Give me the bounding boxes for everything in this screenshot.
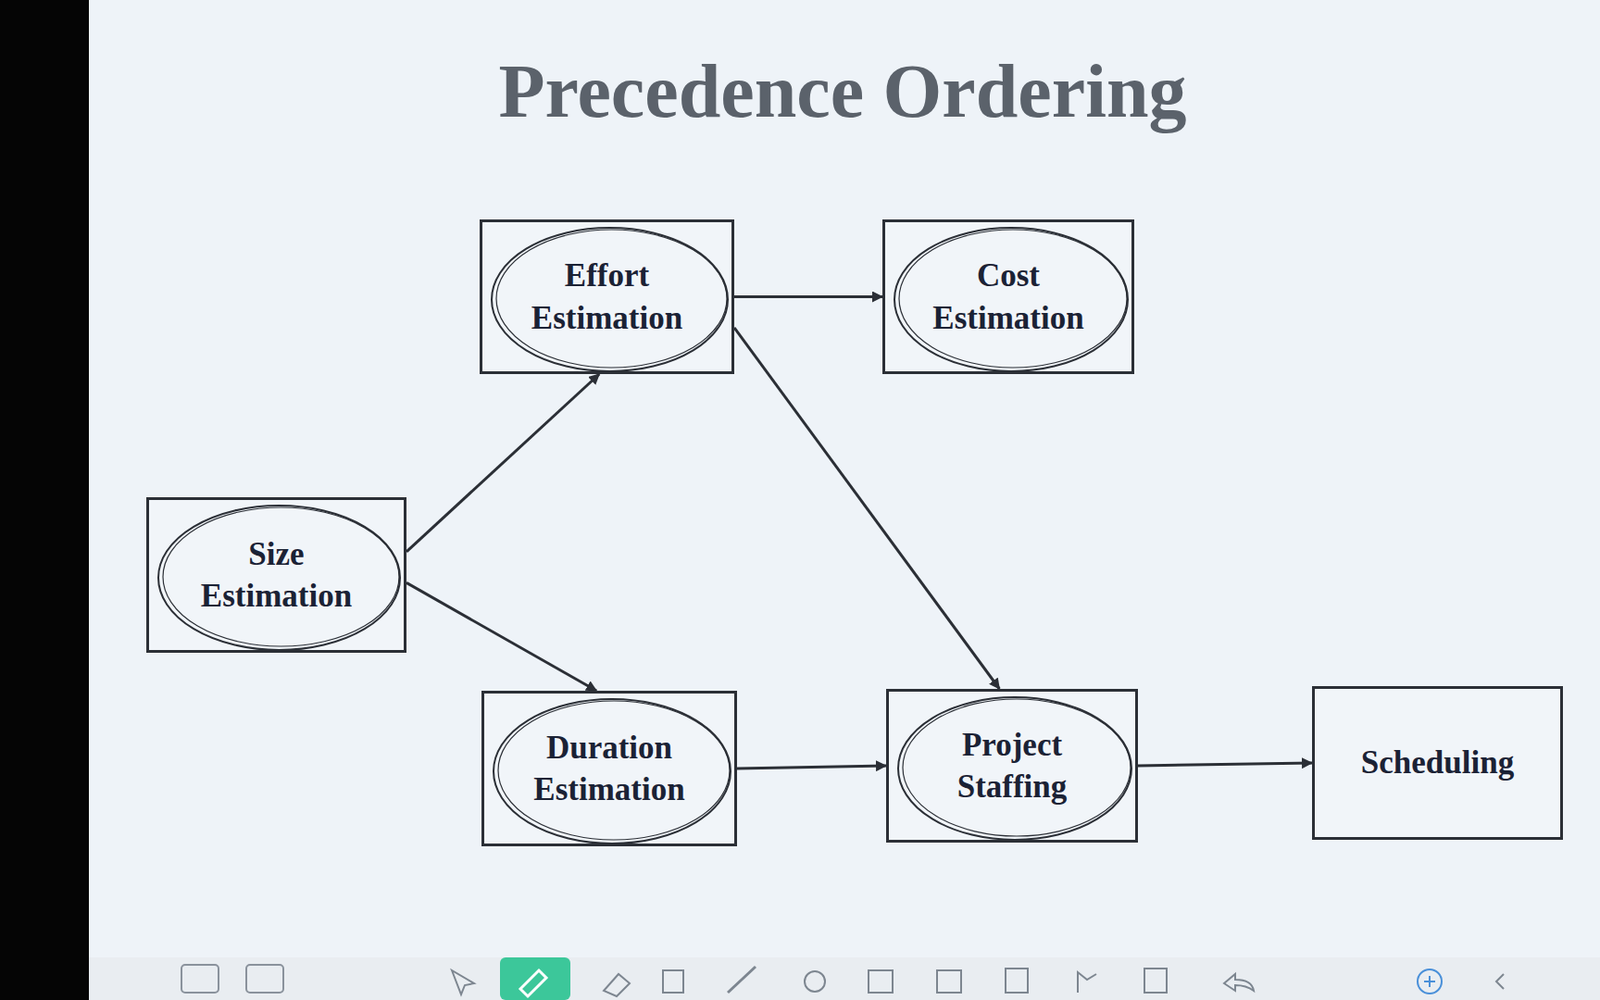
video-frame-edge [0, 0, 89, 1000]
hand-drawn-ellipse [885, 222, 1132, 372]
node-label: Effort Estimation [514, 254, 700, 339]
size-box: Size Estimation [146, 497, 407, 653]
hand-drawn-ellipse [888, 691, 1136, 840]
effort-box: Effort Estimation [479, 219, 735, 375]
slide-title: Precedence Ordering [277, 48, 1408, 136]
scheduling-box: Scheduling [1312, 686, 1563, 840]
precedence-arrow [406, 374, 600, 552]
precedence-arrow [737, 765, 887, 769]
precedence-arrow [406, 582, 597, 691]
precedence-arrow [734, 295, 883, 299]
precedence-arrow [1137, 762, 1313, 766]
node-label: Cost Estimation [915, 254, 1101, 339]
node-label: Size Estimation [184, 533, 370, 618]
node-label: Scheduling [1361, 741, 1514, 785]
toolbar [88, 957, 1600, 1000]
node-label: Duration Estimation [516, 726, 702, 812]
hand-drawn-ellipse [482, 222, 732, 372]
cost-box: Cost Estimation [882, 219, 1135, 375]
duration-box: Duration Estimation [481, 690, 738, 847]
hand-drawn-ellipse [149, 500, 404, 650]
staffing-box: Project Staffing [886, 688, 1138, 843]
node-label: Project Staffing [919, 724, 1105, 809]
hand-drawn-ellipse [484, 693, 735, 844]
precedence-arrow [734, 327, 1000, 689]
